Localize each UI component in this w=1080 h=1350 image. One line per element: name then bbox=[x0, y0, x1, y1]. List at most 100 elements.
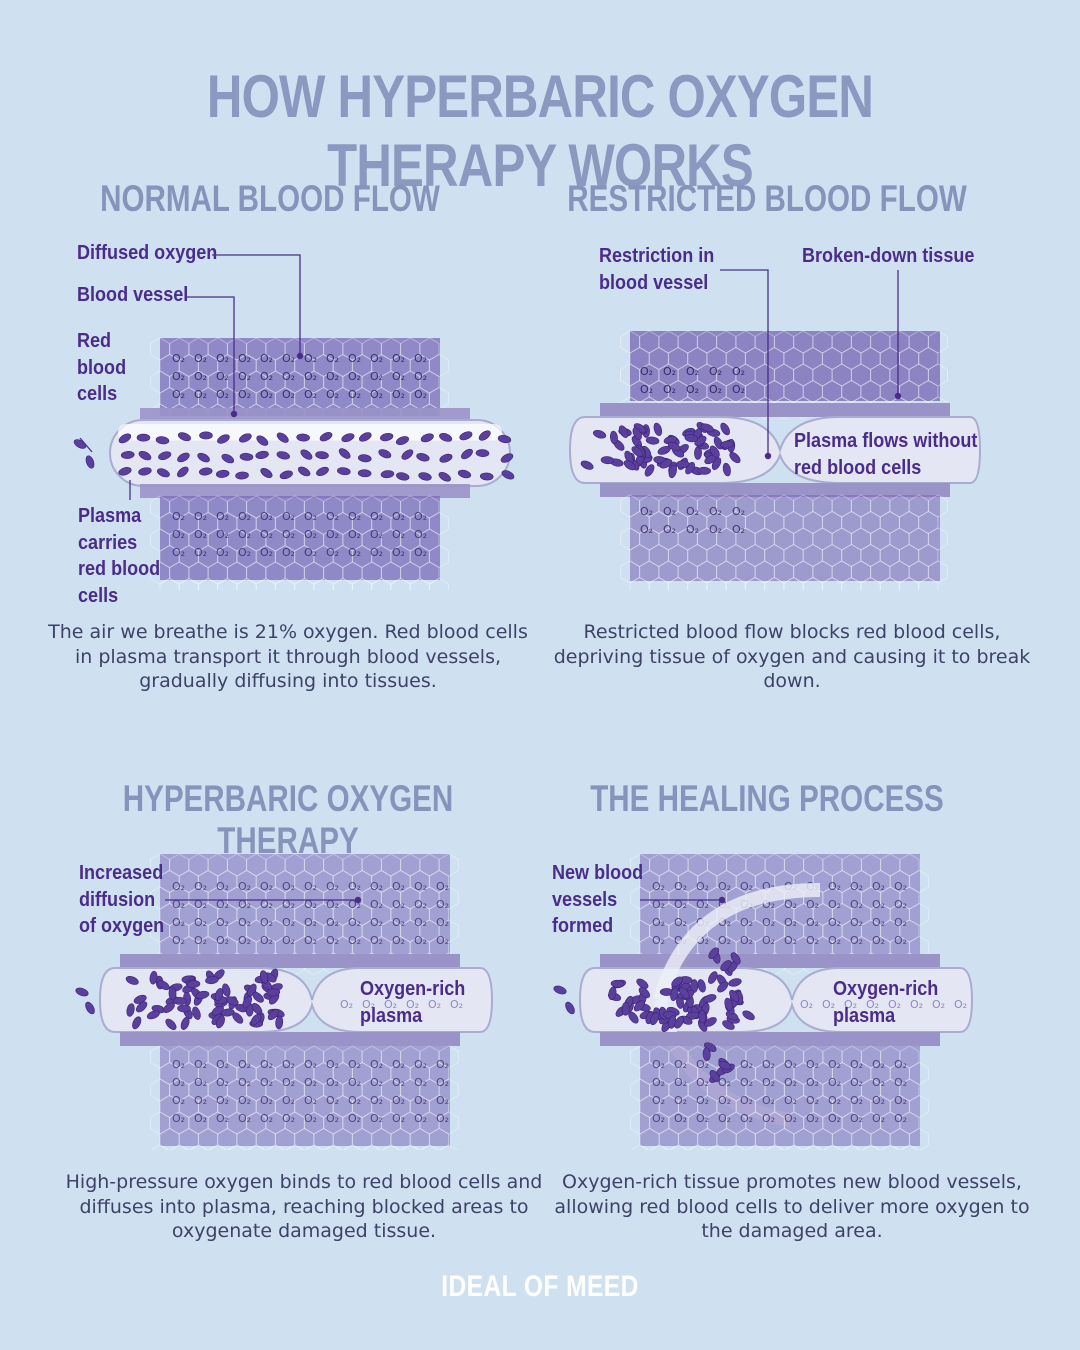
svg-text:O₂: O₂ bbox=[674, 880, 687, 893]
svg-text:O₂: O₂ bbox=[216, 934, 229, 947]
svg-text:O₂: O₂ bbox=[686, 383, 699, 396]
svg-text:O₂: O₂ bbox=[414, 510, 427, 523]
svg-text:O₂: O₂ bbox=[260, 388, 273, 401]
svg-text:O₂: O₂ bbox=[216, 528, 229, 541]
svg-text:O₂: O₂ bbox=[238, 510, 251, 523]
svg-text:O₂: O₂ bbox=[888, 998, 901, 1011]
svg-text:O₂: O₂ bbox=[894, 1112, 907, 1125]
svg-text:O₂: O₂ bbox=[172, 388, 185, 401]
svg-text:O₂: O₂ bbox=[414, 916, 427, 929]
svg-text:O₂: O₂ bbox=[828, 1076, 841, 1089]
svg-text:O₂: O₂ bbox=[828, 880, 841, 893]
svg-text:O₂: O₂ bbox=[436, 1112, 449, 1125]
svg-text:O₂: O₂ bbox=[414, 1094, 427, 1107]
label-red-blood-cells: Red blood cells bbox=[77, 329, 127, 405]
svg-text:O₂: O₂ bbox=[370, 1076, 383, 1089]
caption-hbot: High-pressure oxygen binds to red blood … bbox=[65, 1171, 543, 1242]
tissue-lower bbox=[630, 1045, 930, 1150]
svg-text:O₂: O₂ bbox=[709, 365, 722, 378]
svg-text:O₂: O₂ bbox=[652, 1094, 665, 1107]
svg-text:O₂: O₂ bbox=[894, 916, 907, 929]
svg-text:O₂: O₂ bbox=[304, 1112, 317, 1125]
svg-text:O₂: O₂ bbox=[450, 998, 463, 1011]
svg-text:O₂: O₂ bbox=[282, 510, 295, 523]
normal-blood-flow-title: NORMAL BLOOD FLOW bbox=[100, 178, 440, 219]
svg-text:O₂: O₂ bbox=[894, 898, 907, 911]
svg-text:O₂: O₂ bbox=[686, 505, 699, 518]
svg-text:O₂: O₂ bbox=[696, 1058, 709, 1071]
svg-text:O₂: O₂ bbox=[392, 1112, 405, 1125]
svg-text:O₂: O₂ bbox=[894, 1058, 907, 1071]
svg-text:O₂: O₂ bbox=[326, 528, 339, 541]
tissue-lower bbox=[150, 1045, 459, 1150]
svg-text:O₂: O₂ bbox=[304, 880, 317, 893]
svg-text:O₂: O₂ bbox=[806, 898, 819, 911]
svg-text:O₂: O₂ bbox=[806, 1112, 819, 1125]
svg-text:O₂: O₂ bbox=[282, 1112, 295, 1125]
svg-text:O₂: O₂ bbox=[172, 1076, 185, 1089]
svg-text:O₂: O₂ bbox=[732, 383, 745, 396]
svg-text:O₂: O₂ bbox=[370, 934, 383, 947]
svg-text:O₂: O₂ bbox=[304, 898, 317, 911]
svg-text:O₂: O₂ bbox=[172, 510, 185, 523]
healing-process-title: THE HEALING PROCESS bbox=[590, 778, 944, 819]
svg-text:O₂: O₂ bbox=[652, 898, 665, 911]
svg-text:O₂: O₂ bbox=[436, 880, 449, 893]
svg-text:O₂: O₂ bbox=[392, 1076, 405, 1089]
svg-text:O₂: O₂ bbox=[194, 898, 207, 911]
svg-text:O₂: O₂ bbox=[740, 1094, 753, 1107]
label-oxygen-rich-hbot: Oxygen-rich plasma bbox=[360, 977, 466, 1027]
restricted-blood-flow-title: RESTRICTED BLOOD FLOW bbox=[567, 178, 967, 219]
normal-blood-flow-illustration: O₂ O₂ O₂ O₂ O₂ O₂ O₂ O₂ O₂ O₂ O₂ O₂ O₂ O₂ O₂ O₂ O₂ O₂ O₂ O₂… bbox=[73, 337, 515, 590]
svg-text:O₂: O₂ bbox=[370, 1058, 383, 1071]
svg-text:O₂: O₂ bbox=[806, 1076, 819, 1089]
label-restriction: Restriction in blood vessel bbox=[599, 244, 715, 294]
svg-text:O₂: O₂ bbox=[414, 546, 427, 559]
svg-text:O₂: O₂ bbox=[326, 1094, 339, 1107]
svg-text:O₂: O₂ bbox=[348, 510, 361, 523]
svg-text:O₂: O₂ bbox=[652, 934, 665, 947]
tissue-lower bbox=[150, 495, 450, 590]
svg-text:O₂: O₂ bbox=[872, 1058, 885, 1071]
svg-text:O₂: O₂ bbox=[784, 916, 797, 929]
svg-text:O₂: O₂ bbox=[304, 510, 317, 523]
svg-text:O₂: O₂ bbox=[384, 998, 397, 1011]
svg-text:O₂: O₂ bbox=[348, 1112, 361, 1125]
svg-text:O₂: O₂ bbox=[194, 370, 207, 383]
svg-text:O₂: O₂ bbox=[828, 898, 841, 911]
svg-text:O₂: O₂ bbox=[348, 528, 361, 541]
svg-text:O₂: O₂ bbox=[674, 1094, 687, 1107]
svg-text:O₂: O₂ bbox=[194, 880, 207, 893]
svg-text:O₂: O₂ bbox=[304, 370, 317, 383]
svg-text:O₂: O₂ bbox=[784, 1112, 797, 1125]
svg-text:O₂: O₂ bbox=[686, 365, 699, 378]
svg-text:O₂: O₂ bbox=[414, 528, 427, 541]
svg-text:O₂: O₂ bbox=[326, 352, 339, 365]
svg-text:O₂: O₂ bbox=[718, 934, 731, 947]
svg-text:O₂: O₂ bbox=[370, 370, 383, 383]
svg-text:O₂: O₂ bbox=[392, 898, 405, 911]
svg-text:O₂: O₂ bbox=[392, 934, 405, 947]
svg-text:O₂: O₂ bbox=[304, 934, 317, 947]
svg-text:O₂: O₂ bbox=[784, 1094, 797, 1107]
svg-text:O₂: O₂ bbox=[304, 916, 317, 929]
svg-text:O₂: O₂ bbox=[866, 998, 879, 1011]
svg-text:O₂: O₂ bbox=[216, 880, 229, 893]
svg-text:O₂: O₂ bbox=[216, 510, 229, 523]
svg-text:O₂: O₂ bbox=[194, 528, 207, 541]
svg-text:O₂: O₂ bbox=[850, 1058, 863, 1071]
svg-text:O₂: O₂ bbox=[340, 998, 353, 1011]
svg-text:O₂: O₂ bbox=[172, 934, 185, 947]
svg-text:O₂: O₂ bbox=[709, 505, 722, 518]
svg-text:O₂: O₂ bbox=[238, 1112, 251, 1125]
svg-text:O₂: O₂ bbox=[282, 528, 295, 541]
svg-text:O₂: O₂ bbox=[238, 1076, 251, 1089]
red-blood-cells-clump bbox=[75, 968, 285, 1030]
svg-text:O₂: O₂ bbox=[762, 1058, 775, 1071]
svg-text:O₂: O₂ bbox=[674, 1058, 687, 1071]
svg-text:O₂: O₂ bbox=[326, 510, 339, 523]
svg-text:O₂: O₂ bbox=[436, 1094, 449, 1107]
svg-text:O₂: O₂ bbox=[370, 388, 383, 401]
